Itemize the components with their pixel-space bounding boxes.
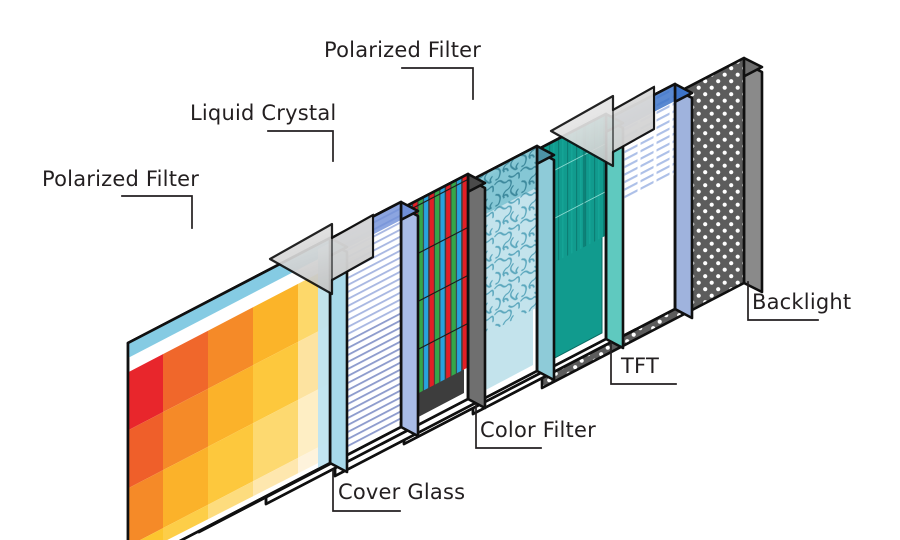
leader-polarized-filter-rear: [401, 67, 474, 100]
label-cover-glass: Cover Glass: [338, 480, 465, 504]
label-tft: TFT: [620, 354, 659, 378]
label-polarized-filter-front: Polarized Filter: [42, 167, 199, 191]
light-arrow-front: [268, 213, 375, 296]
label-backlight: Backlight: [752, 290, 851, 314]
label-liquid-crystal: Liquid Crystal: [190, 101, 336, 125]
leader-cover-glass: [332, 469, 401, 512]
label-color-filter: Color Filter: [480, 418, 596, 442]
leader-tft: [610, 342, 677, 385]
label-polarized-filter-rear: Polarized Filter: [324, 38, 481, 62]
leader-backlight: [747, 281, 819, 321]
leader-polarized-filter-front: [121, 195, 193, 229]
leader-color-filter: [475, 404, 542, 449]
layer-cover-glass[interactable]: [118, 236, 349, 540]
light-arrow-rear: [549, 85, 656, 168]
leader-liquid-crystal: [267, 130, 334, 162]
